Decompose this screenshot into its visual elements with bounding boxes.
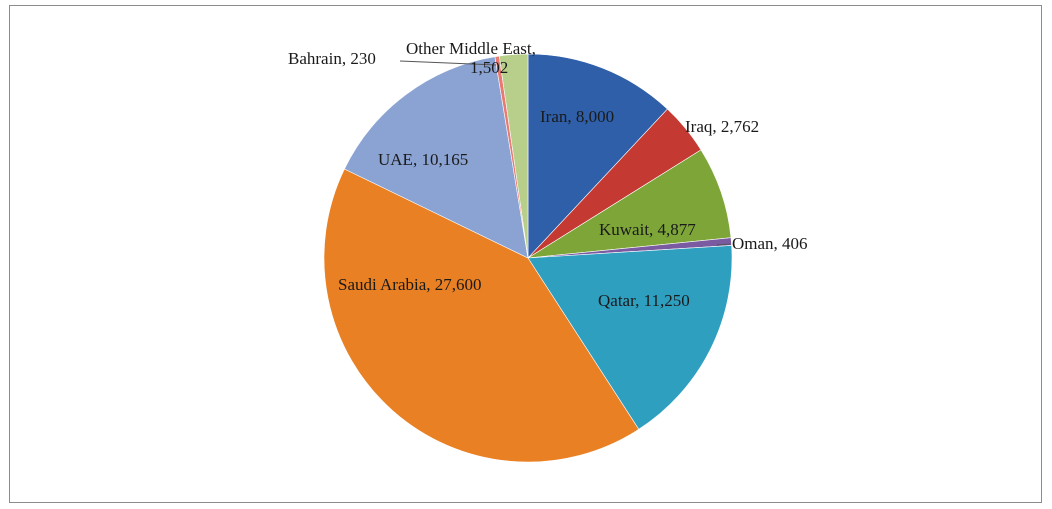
- slice-label-oman: Oman, 406: [732, 234, 808, 253]
- leader-lines: [399, 60, 731, 246]
- slice-label-kuwait: Kuwait, 4,877: [599, 220, 696, 239]
- slice-label-uae: UAE, 10,165: [378, 150, 468, 169]
- slice-label-qatar: Qatar, 11,250: [598, 291, 690, 310]
- pie-slice-uae: [344, 56, 529, 259]
- slice-label-bahrain: Bahrain, 230: [288, 49, 376, 68]
- slice-label-saudi-arabia: Saudi Arabia, 27,600: [338, 275, 482, 294]
- leader-line-bahrain: [399, 60, 497, 66]
- slice-label-iran: Iran, 8,000: [540, 107, 614, 126]
- pie-slice-saudi-arabia: [323, 168, 640, 463]
- pie-slice-other-middle-east: [498, 53, 529, 259]
- pie-slices: [323, 53, 733, 463]
- leader-line-oman: [716, 243, 731, 246]
- slice-label-other-middle-east: Other Middle East,1,502: [406, 39, 536, 77]
- pie-slice-qatar: [527, 245, 733, 430]
- slice-label-iraq: Iraq, 2,762: [685, 117, 759, 136]
- pie-slice-iran: [527, 53, 668, 259]
